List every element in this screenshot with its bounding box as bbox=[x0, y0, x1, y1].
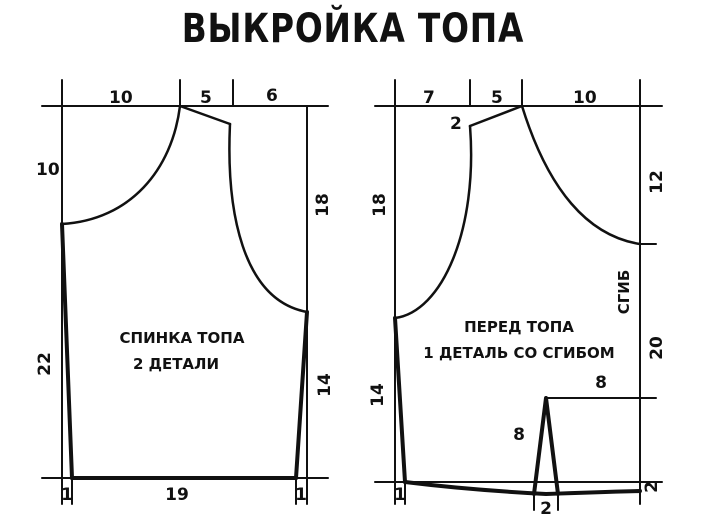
back-label-line2: 2 ДЕТАЛИ bbox=[133, 355, 219, 373]
back-armhole-curve bbox=[60, 104, 182, 226]
back-shoulder-line bbox=[178, 104, 232, 126]
front-dart-width: 8 bbox=[595, 373, 607, 393]
pattern-title: ВЫКРОЙКА ТОПА bbox=[181, 6, 525, 52]
front-dart bbox=[532, 396, 560, 496]
front-top-measure-3: 10 bbox=[573, 88, 597, 108]
front-dart-bottom: 2 bbox=[540, 499, 552, 519]
front-top-measure-2: 5 bbox=[491, 88, 503, 108]
front-bottom-right: 2 bbox=[642, 481, 662, 493]
front-shoulder-line bbox=[468, 104, 524, 128]
front-left-lower: 14 bbox=[368, 383, 388, 407]
back-piece: 10 5 6 10 22 18 14 19 1 1 СПИНКА ТОПА 2 … bbox=[35, 79, 335, 505]
back-right-seam bbox=[294, 310, 309, 480]
back-side-seam bbox=[60, 222, 74, 480]
front-neckline-curve bbox=[520, 104, 642, 246]
front-hem bbox=[403, 480, 642, 496]
back-neckline-curve bbox=[228, 122, 309, 314]
back-side-height: 22 bbox=[35, 352, 55, 376]
front-shoulder-drop: 2 bbox=[450, 114, 462, 134]
front-label-line2: 1 ДЕТАЛЬ СО СГИБОМ bbox=[423, 344, 614, 362]
front-top-measure-1: 7 bbox=[423, 88, 435, 108]
front-bottom-left: 1 bbox=[394, 485, 406, 505]
back-right-lower: 14 bbox=[315, 373, 335, 397]
front-right-upper: 12 bbox=[647, 170, 667, 194]
front-right-lower: 20 bbox=[647, 336, 667, 360]
back-top-measure-1: 10 bbox=[109, 88, 133, 108]
front-dart-height: 8 bbox=[513, 425, 525, 445]
front-armhole-curve bbox=[393, 124, 473, 320]
front-side-seam bbox=[393, 316, 407, 484]
back-right-upper: 18 bbox=[313, 193, 333, 217]
back-armhole-depth: 10 bbox=[36, 160, 60, 180]
back-top-measure-3: 6 bbox=[266, 86, 278, 106]
front-label-line1: ПЕРЕД ТОПА bbox=[464, 318, 574, 336]
back-bottom-left: 1 bbox=[61, 485, 73, 505]
back-bottom-width: 19 bbox=[165, 485, 189, 505]
front-fold-label: СГИБ bbox=[615, 270, 633, 315]
front-left-upper: 18 bbox=[370, 193, 390, 217]
back-top-measure-2: 5 bbox=[200, 88, 212, 108]
back-bottom-right: 1 bbox=[295, 485, 307, 505]
back-label-line1: СПИНКА ТОПА bbox=[120, 329, 245, 347]
front-piece: 7 5 10 2 18 14 12 20 СГИБ 8 8 2 1 2 ПЕРЕ… bbox=[368, 79, 667, 519]
